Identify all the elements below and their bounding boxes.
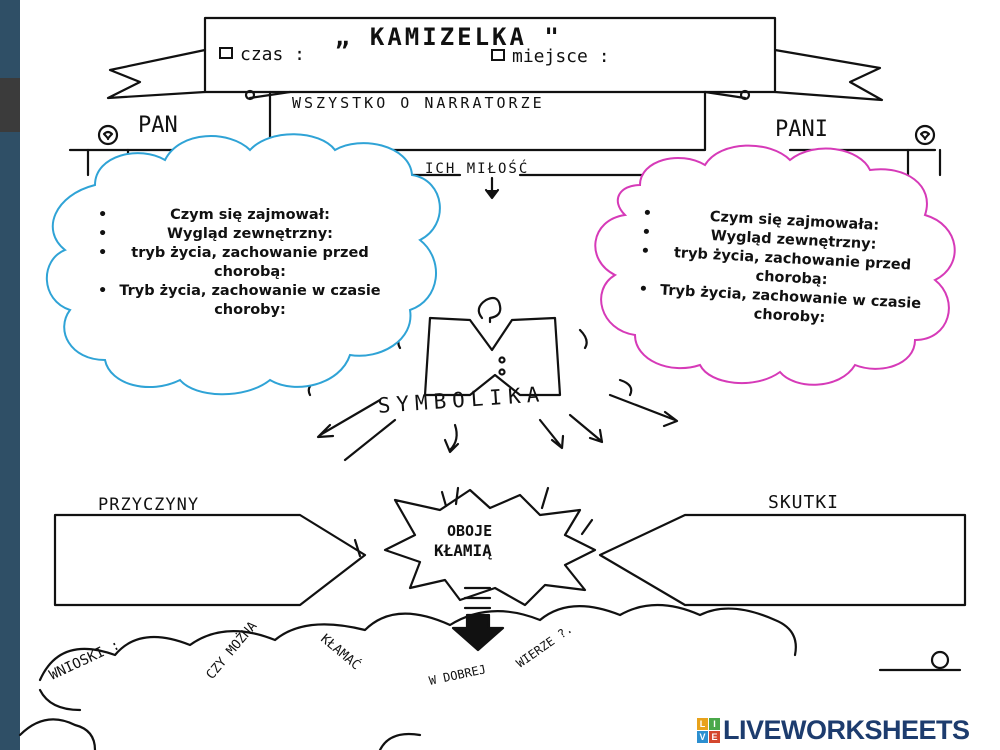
question-part-3: W DOBREJ xyxy=(428,662,487,688)
symbolism-label: SYMBOLIKA xyxy=(377,382,546,418)
right-cloud-text: Czym się zajmowała: Wygląd zewnętrzny: t… xyxy=(637,204,933,333)
title-ribbon-right xyxy=(773,48,884,102)
conclusions-cloud xyxy=(38,603,797,682)
left-character-label: PAN xyxy=(138,113,178,138)
down-arrow xyxy=(451,613,505,652)
sidebar-tab[interactable] xyxy=(0,78,20,132)
effects-box xyxy=(598,513,967,607)
logo-badge-letter: I xyxy=(709,717,720,730)
question-part-2: KŁAMAĆ xyxy=(317,631,363,673)
narrator-banner-label: WSZYSTKO O NARRATORZE xyxy=(292,94,545,112)
narrator-banner xyxy=(268,90,707,152)
worksheet-title: „ KAMIZELKA " xyxy=(335,23,562,51)
left-cloud-item: tryb życia, zachowanie przed chorobą: xyxy=(98,244,388,282)
left-cloud-item: Wygląd zewnętrzny: xyxy=(98,225,388,244)
logo-text: LIVEWORKSHEETS xyxy=(723,714,970,745)
question-part-1: CZY MOŻNA xyxy=(203,618,261,682)
place-label: miejsce : xyxy=(512,46,610,67)
logo-badge-letter: E xyxy=(709,730,720,743)
effects-label: SKUTKI xyxy=(768,492,839,513)
logo-badge-letter: L xyxy=(697,717,708,730)
causes-box xyxy=(53,513,367,607)
left-cloud-list: Czym się zajmował: Wygląd zewnętrzny: tr… xyxy=(98,206,388,320)
vest-outline xyxy=(423,316,562,397)
liveworksheets-logo[interactable]: L I V E LIVEWORKSHEETS xyxy=(697,715,970,745)
center-bubble-line1: OBOJE xyxy=(447,522,492,540)
right-cloud-list: Czym się zajmowała: Wygląd zewnętrzny: t… xyxy=(637,204,933,333)
causes-label: PRZYCZYNY xyxy=(98,495,199,515)
left-cloud-item: Tryb życia, zachowanie w czasie choroby: xyxy=(98,282,388,320)
right-character-label: PANI xyxy=(775,117,828,142)
logo-badge: L I V E xyxy=(697,717,720,743)
hanger-hook xyxy=(477,296,502,324)
left-cloud-text: Czym się zajmował: Wygląd zewnętrzny: tr… xyxy=(98,206,388,320)
question-part-4: WIERZE ?. xyxy=(514,622,575,671)
title-ribbon-left xyxy=(106,48,207,100)
sidebar xyxy=(0,0,20,750)
conclusions-label: WNIOSKI : xyxy=(47,637,123,684)
logo-badge-letter: V xyxy=(697,730,708,743)
time-label: czas : xyxy=(240,44,305,65)
title-box xyxy=(203,16,777,94)
love-label: ICH MIŁOŚĆ xyxy=(425,159,529,177)
center-bubble-line2: KŁAMIĄ xyxy=(434,541,492,560)
left-cloud-item: Czym się zajmował: xyxy=(98,206,388,225)
center-burst xyxy=(383,488,597,607)
